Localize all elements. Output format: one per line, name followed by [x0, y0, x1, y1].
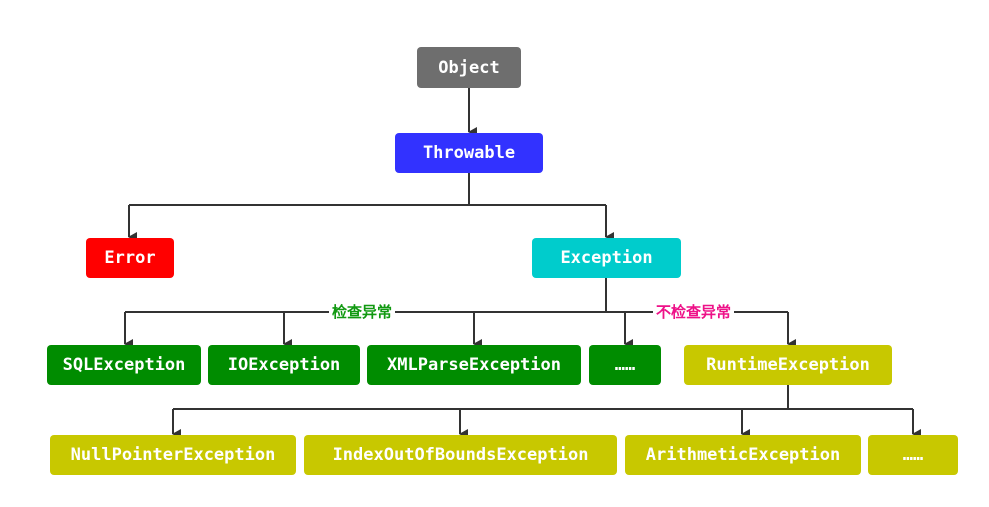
unchecked-exception-label: 不检查异常	[653, 303, 735, 321]
nullpointerexception-node: NullPointerException	[50, 435, 296, 475]
throwable-node: Throwable	[395, 133, 543, 173]
edge-runtime-split	[173, 385, 913, 410]
runtimeexception-node: RuntimeException	[684, 345, 892, 385]
error-node: Error	[86, 238, 174, 278]
xmlparseexception-node: XMLParseException	[367, 345, 581, 385]
arithmeticexception-node: ArithmeticException	[625, 435, 861, 475]
indexoutofboundsexception-node: IndexOutOfBoundsException	[304, 435, 617, 475]
sqlexception-node: SQLException	[47, 345, 201, 385]
exception-node: Exception	[532, 238, 681, 278]
checked-exception-label: 检查异常	[329, 303, 396, 321]
object-node: Object	[417, 47, 521, 88]
edge-throwable-split	[129, 173, 606, 206]
runtime-more-node: ……	[868, 435, 958, 475]
ioexception-node: IOException	[208, 345, 360, 385]
checked-more-node: ……	[589, 345, 661, 385]
